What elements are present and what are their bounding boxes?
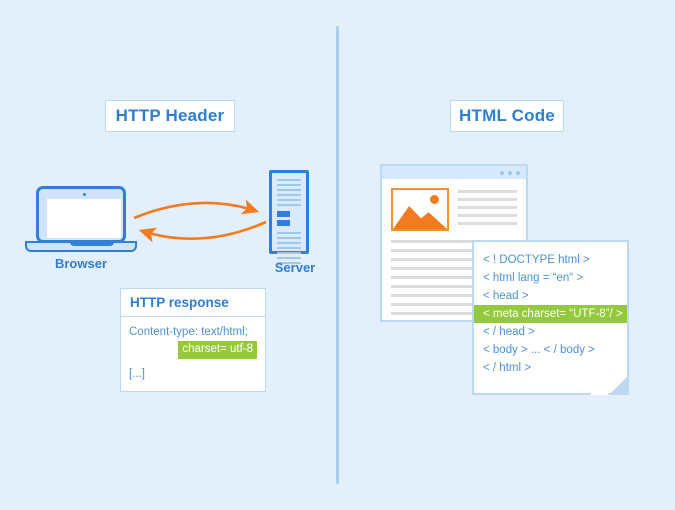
server-line xyxy=(277,242,301,244)
section-title-html-code: HTML Code xyxy=(450,100,564,132)
server-line xyxy=(277,247,301,249)
mockup-title-bar xyxy=(382,166,526,179)
server-indicator-block xyxy=(277,211,290,217)
window-dot-icon xyxy=(500,170,504,175)
text-line xyxy=(458,190,517,193)
server-line xyxy=(277,252,301,254)
html-code-note: < ! DOCTYPE html > < html lang = “en“ > … xyxy=(472,240,629,395)
server-line xyxy=(277,237,301,239)
code-line-doctype: < ! DOCTYPE html > xyxy=(483,254,590,266)
laptop-trackpad-notch xyxy=(70,241,114,246)
text-line xyxy=(458,214,517,217)
vertical-divider xyxy=(336,26,339,484)
server-line xyxy=(277,184,301,186)
code-line-head-close: < / head > xyxy=(483,326,535,338)
server-label: Server xyxy=(274,260,316,275)
laptop-screen xyxy=(47,199,121,238)
request-arrow xyxy=(133,199,260,220)
server-line xyxy=(277,262,301,264)
sun-shape xyxy=(430,195,439,204)
server-line xyxy=(277,179,301,181)
laptop-lid xyxy=(36,186,126,243)
server-line xyxy=(277,199,301,201)
text-line xyxy=(391,294,517,297)
server-line xyxy=(277,257,301,259)
http-response-body: Content-type: text/html; charset= utf-8 … xyxy=(121,317,265,391)
text-line xyxy=(458,222,517,225)
server-line xyxy=(277,189,301,191)
mockup-content xyxy=(382,179,526,315)
response-arrow xyxy=(138,220,267,243)
http-response-title: HTTP response xyxy=(121,289,265,317)
text-line xyxy=(391,267,517,270)
laptop-camera-icon xyxy=(83,193,86,196)
code-line-html-close: < / html > xyxy=(483,362,531,374)
mountain-shape xyxy=(393,206,447,229)
server-indicator-block xyxy=(277,220,290,226)
http-response-content-type: Content-type: text/html; xyxy=(129,326,248,338)
mockup-body-text-lines xyxy=(391,240,517,315)
text-line xyxy=(391,303,517,306)
mockup-top-row xyxy=(391,188,517,231)
text-line xyxy=(458,198,517,201)
text-line xyxy=(391,240,517,243)
server-line xyxy=(277,194,301,196)
http-response-charset-row: charset= utf-8 xyxy=(129,341,257,359)
section-title-http-header: HTTP Header xyxy=(105,100,235,132)
http-response-ellipsis: [...] xyxy=(129,368,145,380)
text-line xyxy=(458,206,517,209)
text-line xyxy=(391,312,517,315)
code-line-head-open: < head > xyxy=(483,290,529,302)
window-dot-icon xyxy=(516,170,520,175)
server-indicator-group xyxy=(277,211,301,226)
browser-laptop-icon xyxy=(25,186,137,252)
text-line xyxy=(391,249,517,252)
request-response-arrows xyxy=(133,199,267,243)
mockup-side-text-lines xyxy=(458,188,517,231)
server-line xyxy=(277,232,301,234)
note-folded-corner-icon xyxy=(609,375,629,395)
http-response-card: HTTP response Content-type: text/html; c… xyxy=(120,288,266,392)
code-line-meta-charset: < meta charset= “UTF-8”/ > xyxy=(474,305,627,323)
charset-highlight: charset= utf-8 xyxy=(178,341,257,359)
image-placeholder-icon xyxy=(391,188,449,231)
window-dot-icon xyxy=(508,170,512,175)
code-line-html-lang: < html lang = “en“ > xyxy=(483,272,584,284)
text-line xyxy=(391,276,517,279)
text-line xyxy=(391,258,517,261)
browser-label: Browser xyxy=(54,256,108,271)
code-line-body: < body > ... < / body > xyxy=(483,344,595,356)
server-icon xyxy=(269,170,309,264)
note-fold-inner xyxy=(591,377,609,395)
server-line xyxy=(277,204,301,206)
text-line xyxy=(391,285,517,288)
